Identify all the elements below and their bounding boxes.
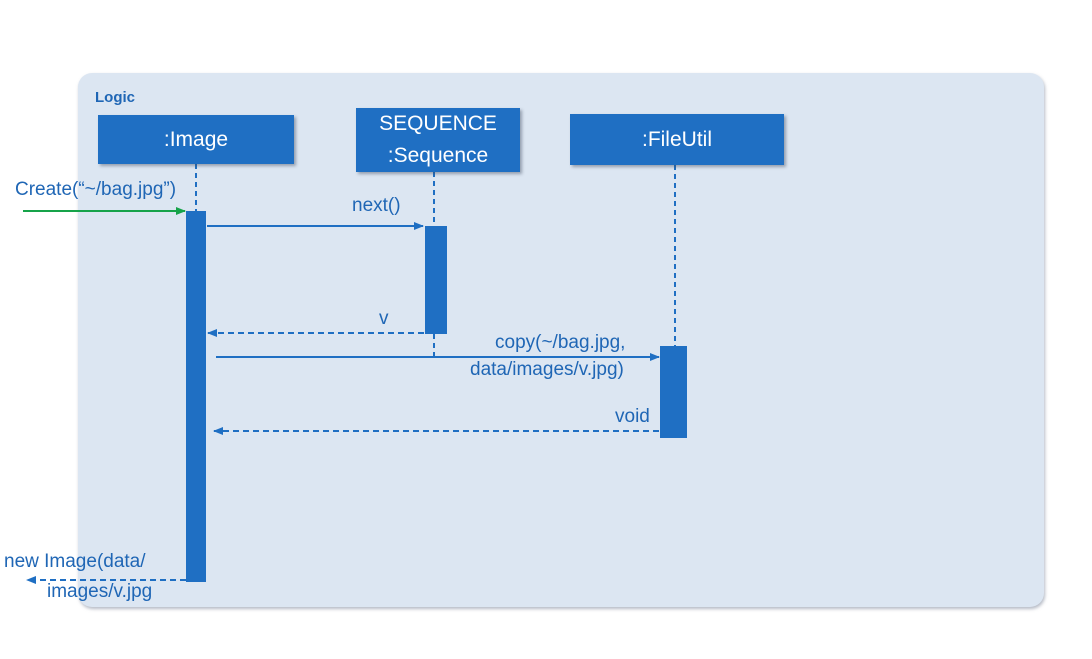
fileutil-activation-bar — [660, 346, 687, 438]
return-void-label: void — [615, 406, 650, 427]
sequence-lifeline-box: SEQUENCE :Sequence — [356, 108, 520, 172]
sequence-lifeline-label-line1: SEQUENCE — [379, 112, 497, 135]
image-activation-bar — [186, 211, 206, 582]
copy-message-label-line1: copy(~/bag.jpg, — [495, 332, 626, 353]
sequence-lifeline-label-line2: :Sequence — [387, 144, 489, 167]
return-v-label: v — [379, 308, 389, 329]
image-lifeline-box: :Image — [98, 115, 294, 164]
copy-message-label-line2: data/images/v.jpg) — [470, 359, 624, 380]
sequence-activation-bar — [425, 226, 447, 334]
fileutil-lifeline-label: :FileUtil — [641, 127, 712, 151]
next-message-label: next() — [352, 195, 401, 216]
image-lifeline-label: :Image — [163, 127, 229, 151]
new-image-label-line2: images/v.jpg — [47, 581, 153, 602]
new-image-label-line1: new Image(data/ — [4, 551, 146, 572]
frame-label: Logic — [95, 89, 135, 106]
fileutil-lifeline-box: :FileUtil — [570, 114, 784, 165]
create-message-label: Create(“~/bag.jpg”) — [15, 179, 177, 200]
